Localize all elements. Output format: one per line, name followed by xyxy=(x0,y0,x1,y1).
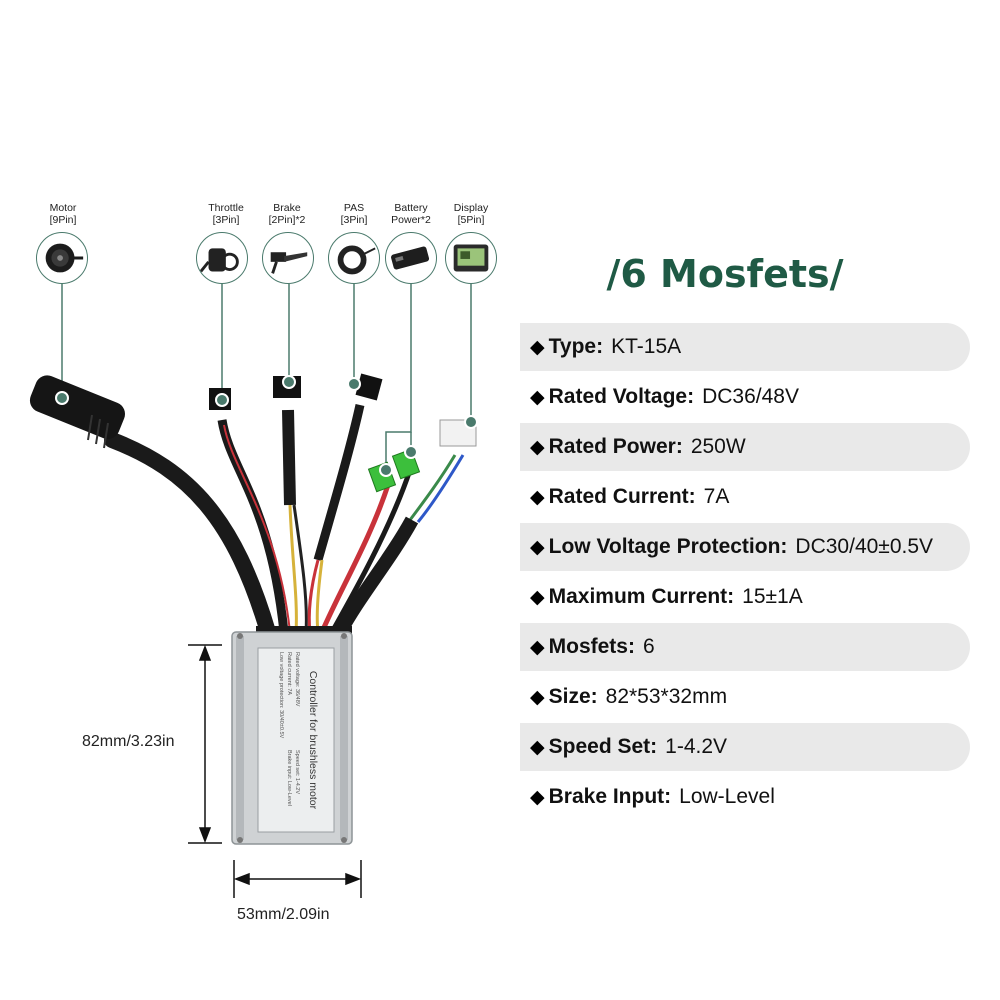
diamond-bullet-icon: ◆ xyxy=(530,336,545,358)
motor-hub-icon xyxy=(36,232,88,284)
connector-pins: Power*2 xyxy=(391,214,431,226)
diamond-bullet-icon: ◆ xyxy=(530,386,545,408)
spec-value: 15±1A xyxy=(742,585,803,608)
spec-row: ◆Speed Set:1-4.2V xyxy=(520,723,970,771)
connector-name: Throttle xyxy=(208,202,244,214)
display-cable xyxy=(333,419,477,636)
spec-separator: : xyxy=(590,685,598,708)
spec-separator: : xyxy=(650,735,658,758)
connector-pins: [5Pin] xyxy=(457,214,485,226)
controller-label-line: Low voltage protection: 30/40±0.5V xyxy=(278,652,284,739)
diamond-bullet-icon: ◆ xyxy=(530,486,545,508)
pas-sensor-icon xyxy=(328,232,380,284)
spec-separator: : xyxy=(688,485,696,508)
diamond-bullet-icon: ◆ xyxy=(530,686,545,708)
connector-name: PAS xyxy=(343,202,365,214)
connector-label-throttle: Throttle [3Pin] xyxy=(191,202,261,226)
dimension-arrows xyxy=(188,644,362,898)
spec-row: ◆Rated Current:7A xyxy=(520,473,970,521)
diamond-bullet-icon: ◆ xyxy=(530,586,545,608)
connector-pins: [3Pin] xyxy=(340,214,368,226)
spec-separator: : xyxy=(664,785,672,808)
connector-pins: [2Pin]*2 xyxy=(268,214,306,226)
controller-label-line: Rated current: 7A xyxy=(286,652,292,695)
pointer-lines xyxy=(61,284,472,470)
spec-value: DC30/40±0.5V xyxy=(795,535,934,558)
spec-row: ◆Mosfets:6 xyxy=(520,623,970,671)
connector-pins: [3Pin] xyxy=(212,214,240,226)
spec-value: 1-4.2V xyxy=(665,735,728,758)
controller-label-line: Brake input: Low-Level xyxy=(286,750,292,806)
controller-box: Controller for brushless motor Rated vol… xyxy=(231,626,353,845)
brake-lever-icon xyxy=(262,232,314,284)
spec-key: Brake Input xyxy=(548,785,665,808)
controller-label-line: Speed set: 1-4.2V xyxy=(294,750,300,794)
spec-separator: : xyxy=(627,635,635,658)
spec-value: 6 xyxy=(642,635,655,658)
battery-cable xyxy=(319,448,421,634)
spec-row: ◆Rated Power:250W xyxy=(520,423,970,471)
spec-value: 250W xyxy=(690,435,746,458)
spec-separator: : xyxy=(687,385,695,408)
display-icon xyxy=(445,232,497,284)
battery-icon xyxy=(385,232,437,284)
width-dimension-label: 53mm/2.09in xyxy=(237,906,330,923)
connector-label-display: Display [5Pin] xyxy=(436,202,506,226)
throttle-icon xyxy=(196,232,248,284)
spec-key: Speed Set xyxy=(548,735,651,758)
diamond-bullet-icon: ◆ xyxy=(530,786,545,808)
connector-name: Battery xyxy=(394,202,428,214)
spec-row: ◆Low Voltage Protection: DC30/40±0.5V xyxy=(520,523,970,571)
spec-key: Maximum Current xyxy=(548,585,728,608)
connector-pins: [9Pin] xyxy=(49,214,77,226)
connector-name: Motor xyxy=(49,202,77,214)
spec-value: 7A xyxy=(703,485,730,508)
spec-separator: : xyxy=(780,535,788,558)
spec-key: Rated Current xyxy=(548,485,689,508)
connector-name: Display xyxy=(453,202,489,214)
spec-key: Low Voltage Protection xyxy=(548,535,781,558)
spec-value: KT-15A xyxy=(611,335,682,358)
connector-label-brake: Brake [2Pin]*2 xyxy=(252,202,322,226)
mosfet-heading: /6 Mosfets/ xyxy=(606,252,844,296)
spec-key: Type xyxy=(548,335,597,358)
connector-name: Brake xyxy=(273,202,301,214)
spec-key: Mosfets xyxy=(548,635,628,658)
spec-value: Low-Level xyxy=(679,785,775,808)
connector-label-pas: PAS [3Pin] xyxy=(319,202,389,226)
spec-key: Rated Power xyxy=(548,435,676,458)
diamond-bullet-icon: ◆ xyxy=(530,436,545,458)
motor-cable xyxy=(29,375,276,640)
diamond-bullet-icon: ◆ xyxy=(530,536,545,558)
diamond-bullet-icon: ◆ xyxy=(530,636,545,658)
height-dimension-label: 82mm/3.23in xyxy=(82,733,175,750)
spec-separator: : xyxy=(596,335,604,358)
pointer-dots xyxy=(55,375,478,477)
spec-value: 82*53*32mm xyxy=(605,685,728,708)
connector-label-battery: Battery Power*2 xyxy=(376,202,446,226)
connector-label-motor: Motor [9Pin] xyxy=(28,202,98,226)
spec-separator: : xyxy=(675,435,683,458)
spec-row: ◆Type: KT-15A xyxy=(520,323,970,371)
diamond-bullet-icon: ◆ xyxy=(530,736,545,758)
spec-row: ◆Size:82*53*32mm xyxy=(520,673,970,721)
spec-row: ◆Rated Voltage: DC36/48V xyxy=(520,373,970,421)
spec-key: Size xyxy=(548,685,591,708)
controller-label-title: Controller for brushless motor xyxy=(307,671,319,810)
spec-row: ◆Maximum Current:15±1A xyxy=(520,573,970,621)
spec-row: ◆Brake Input: Low-Level xyxy=(520,773,970,821)
spec-separator: : xyxy=(727,585,735,608)
controller-label-line: Rated voltage: 36/48V xyxy=(294,652,300,707)
spec-value: DC36/48V xyxy=(702,385,799,408)
spec-key: Rated Voltage xyxy=(548,385,688,408)
